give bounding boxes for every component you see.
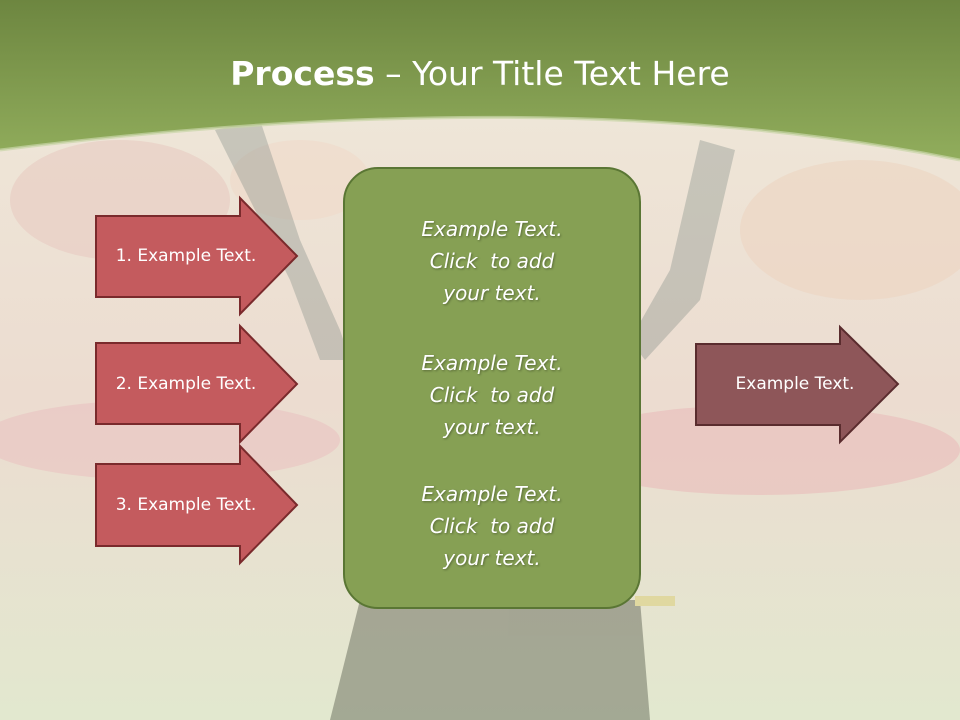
center-block-2-line1: Example Text. [421,351,563,375]
center-block-3-line1: Example Text. [421,482,563,506]
left-arrow-1[interactable] [95,195,299,317]
center-block-1: Example Text. Click to add your text. [344,213,640,309]
center-block-1-line1: Example Text. [421,217,563,241]
center-block-1-line2: Click to add [429,249,555,273]
left-arrow-3[interactable] [95,443,299,566]
player-silhouette [215,120,735,720]
slide-title: Process – Your Title Text Here [0,52,960,96]
left-arrow-2-label: 2. Example Text. [115,374,257,394]
left-arrow-1-label: 1. Example Text. [115,246,257,266]
left-arrow-2[interactable] [95,323,299,445]
center-block-2-line2: Click to add [429,383,555,407]
center-box[interactable] [343,167,641,609]
left-arrow-3-label: 3. Example Text. [115,495,257,515]
center-block-3-line2: Click to add [429,514,555,538]
right-arrow-label: Example Text. [735,374,855,394]
center-block-3: Example Text. Click to add your text. [344,478,640,574]
title-bold: Process [230,54,375,93]
center-block-1-line3: your text. [443,281,541,305]
center-block-2-line3: your text. [443,415,541,439]
center-block-2: Example Text. Click to add your text. [344,347,640,443]
center-block-3-line3: your text. [443,546,541,570]
title-rest: – Your Title Text Here [374,54,730,93]
right-arrow[interactable] [695,324,900,445]
